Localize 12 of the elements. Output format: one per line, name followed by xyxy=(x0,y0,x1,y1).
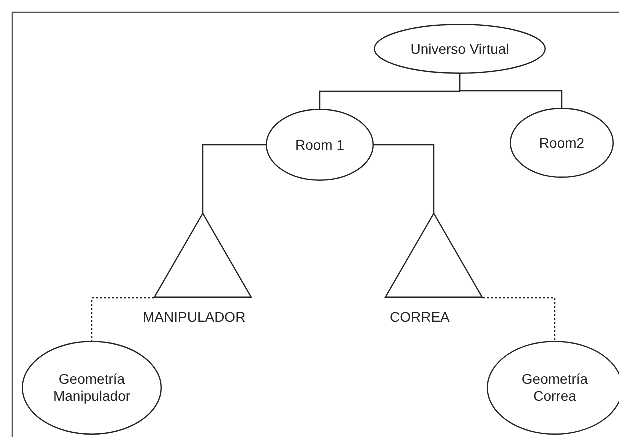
node-caption: CORREA xyxy=(390,309,450,325)
node-label: Geometría Correa xyxy=(520,371,590,405)
node-label: Room 1 xyxy=(294,136,346,154)
dotted-connector xyxy=(483,297,556,341)
connector-line xyxy=(374,144,435,213)
connector-line xyxy=(459,74,563,108)
node-label: Geometría Manipulador xyxy=(52,371,132,405)
node-label: Universo Virtual xyxy=(410,40,510,58)
node-caption: MANIPULADOR xyxy=(143,309,246,325)
dotted-connector xyxy=(91,297,154,341)
connector-line xyxy=(202,144,266,213)
node-label: Room2 xyxy=(538,134,586,152)
